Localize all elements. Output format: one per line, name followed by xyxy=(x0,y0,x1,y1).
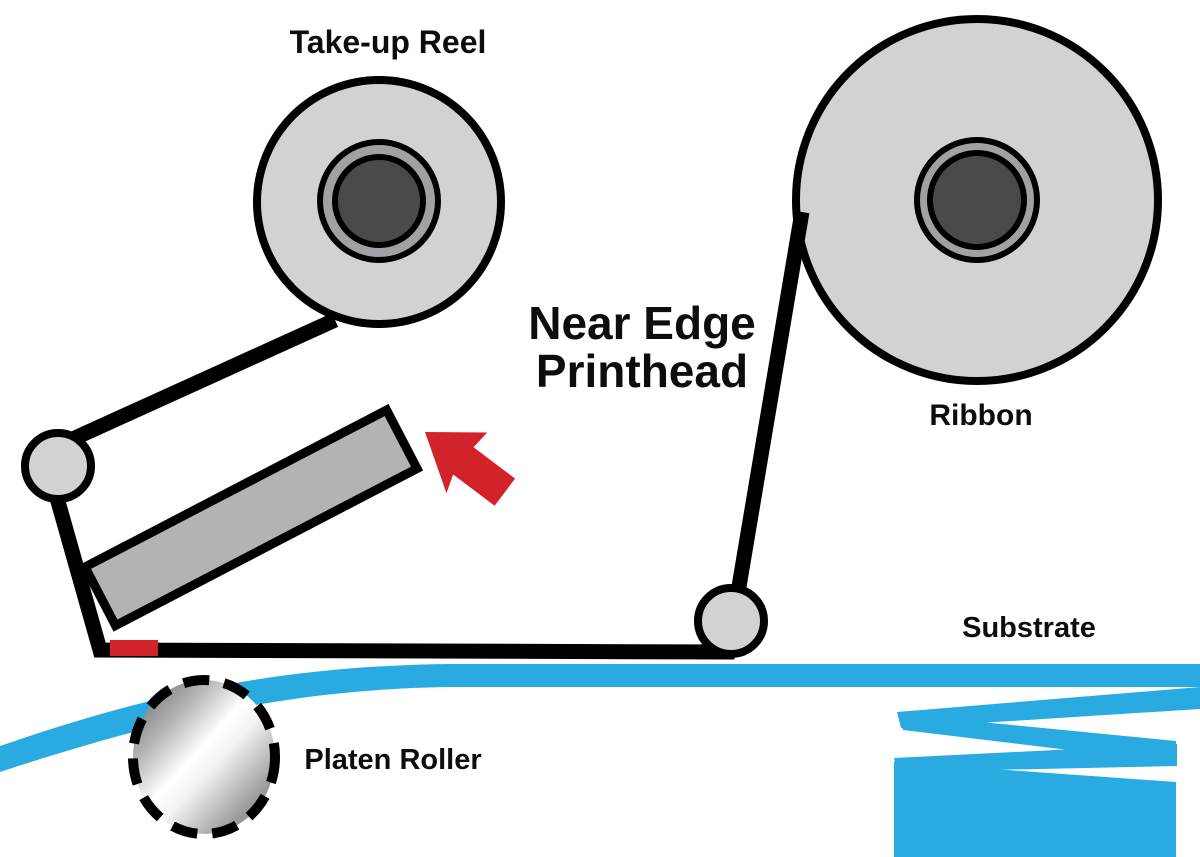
substrate-fanfold-band-3 xyxy=(894,744,1177,772)
platen-roller-label: Platen Roller xyxy=(304,744,482,776)
ribbon-label: Ribbon xyxy=(929,399,1033,432)
print-line-red-mark xyxy=(110,640,158,656)
substrate-fanfold-stack xyxy=(894,762,1176,857)
guide-roller-left xyxy=(21,429,95,503)
guide-roller-right xyxy=(694,584,768,658)
substrate-label: Substrate xyxy=(962,612,1096,644)
ribbon-reel-hub-core xyxy=(927,150,1027,250)
substrate-fanfold-band-1 xyxy=(897,687,1200,728)
printhead-bar xyxy=(78,403,424,632)
take-up-reel-label: Take-up Reel xyxy=(289,24,487,60)
substrate-web xyxy=(0,664,1200,772)
printhead-label-line2: Printhead xyxy=(535,345,749,398)
ribbon-path-line xyxy=(35,210,810,660)
printhead-label: Near Edge Printhead xyxy=(482,299,802,396)
pointer-arrow-icon xyxy=(425,432,516,506)
printhead-label-line1: Near Edge xyxy=(528,297,756,349)
take-up-reel-hub-core xyxy=(332,154,426,248)
platen-roller xyxy=(128,675,280,839)
